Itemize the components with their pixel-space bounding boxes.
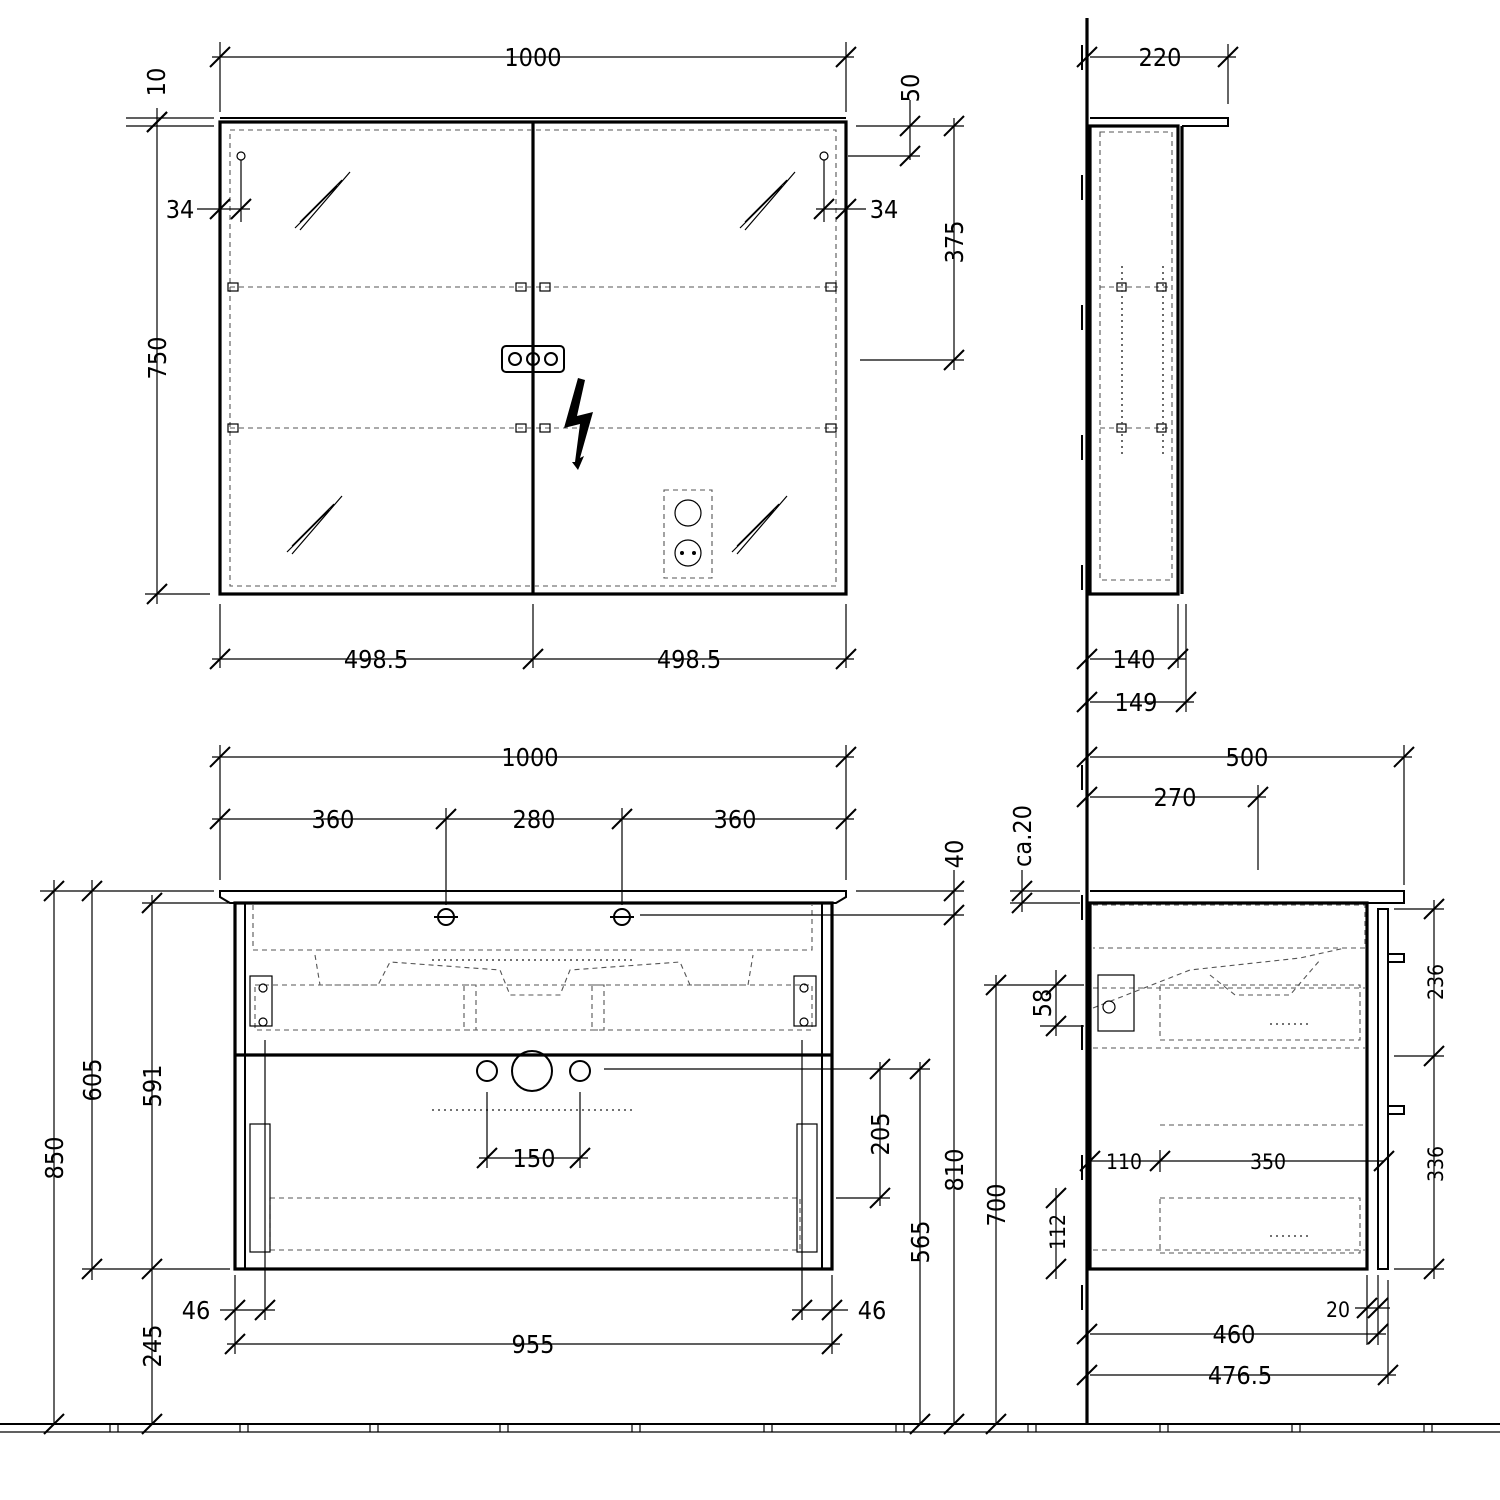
basin-right-label: 360 (714, 805, 757, 834)
mirror-width-label: 1000 (504, 43, 561, 72)
side-rail-112-label: 112 (1046, 1214, 1070, 1250)
mirror-door-left-label: 498.5 (344, 645, 408, 674)
side-offset-right-label: 46 (858, 1296, 887, 1325)
mirror-cabinet-side (1088, 117, 1229, 596)
mirror-front-dimensions: 1000 10 750 34 34 50 375 (126, 42, 969, 674)
basin-center-label: 280 (513, 805, 556, 834)
lightning-bolt-icon (564, 378, 593, 470)
top-thickness-label: 40 (940, 840, 969, 869)
mirror-total-depth-label: 149 (1115, 688, 1158, 717)
side-offset-left-label: 46 (182, 1296, 211, 1325)
mirror-edge-right-label: 34 (870, 195, 899, 224)
mirror-depth-top-label: 220 (1139, 43, 1182, 72)
wall-line (1081, 18, 1089, 1424)
mirror-height-label: 750 (143, 337, 172, 380)
mirror-door-right-label: 498.5 (657, 645, 721, 674)
triple-switch-icon (501, 345, 565, 373)
drawer-offset-label: 110 (1106, 1150, 1142, 1174)
vanity-front-dimensions: 1000 360 280 360 40 850 605 (40, 743, 969, 1435)
floor-clearance-label: 245 (138, 1325, 167, 1368)
mount-height-810-label: 810 (940, 1149, 969, 1192)
drawer-top-height-label: 236 (1424, 964, 1448, 1000)
pipe-height-label: 205 (866, 1113, 895, 1156)
side-rail-58-label: 58 (1028, 989, 1057, 1018)
total-height-label: 850 (40, 1137, 69, 1180)
mirror-cabinet-front (218, 117, 848, 596)
vanity-depth-label: 500 (1226, 743, 1269, 772)
front-thickness-label: 20 (1326, 1298, 1350, 1322)
mirror-body-depth-label: 140 (1113, 645, 1156, 674)
vanity-front (219, 890, 847, 1271)
mirror-shelf-height-label: 375 (940, 221, 969, 264)
mount-height-565-label: 565 (906, 1221, 935, 1264)
carcass-width-label: 955 (512, 1330, 555, 1359)
basin-depth-label: 270 (1154, 783, 1197, 812)
overall-depth-label: 476.5 (1208, 1361, 1272, 1390)
cabinet-height-label: 605 (78, 1059, 107, 1102)
power-socket-icon (663, 489, 713, 579)
mirror-edge-left-label: 34 (166, 195, 195, 224)
vanity-width-label: 1000 (501, 743, 558, 772)
vanity-side (1088, 890, 1405, 1271)
mirror-top-gap-label: 50 (896, 74, 925, 103)
drawer-bottom-height-label: 336 (1424, 1146, 1448, 1182)
side-mount-700-label: 700 (982, 1184, 1011, 1227)
mirror-top-offset-label: 10 (142, 68, 171, 97)
carcass-height-label: 591 (138, 1065, 167, 1108)
drawer-depth-label: 350 (1250, 1150, 1286, 1174)
floor-line (0, 1423, 1500, 1433)
vanity-side-dimensions: 500 270 ca.20 236 336 700 (982, 743, 1448, 1435)
basin-left-label: 360 (312, 805, 355, 834)
pipe-spacing-label: 150 (513, 1144, 556, 1173)
top-overhang-label: ca.20 (1008, 805, 1037, 867)
body-depth-label: 460 (1213, 1320, 1256, 1349)
mirror-side-dimensions: 220 140 149 (1076, 43, 1239, 717)
